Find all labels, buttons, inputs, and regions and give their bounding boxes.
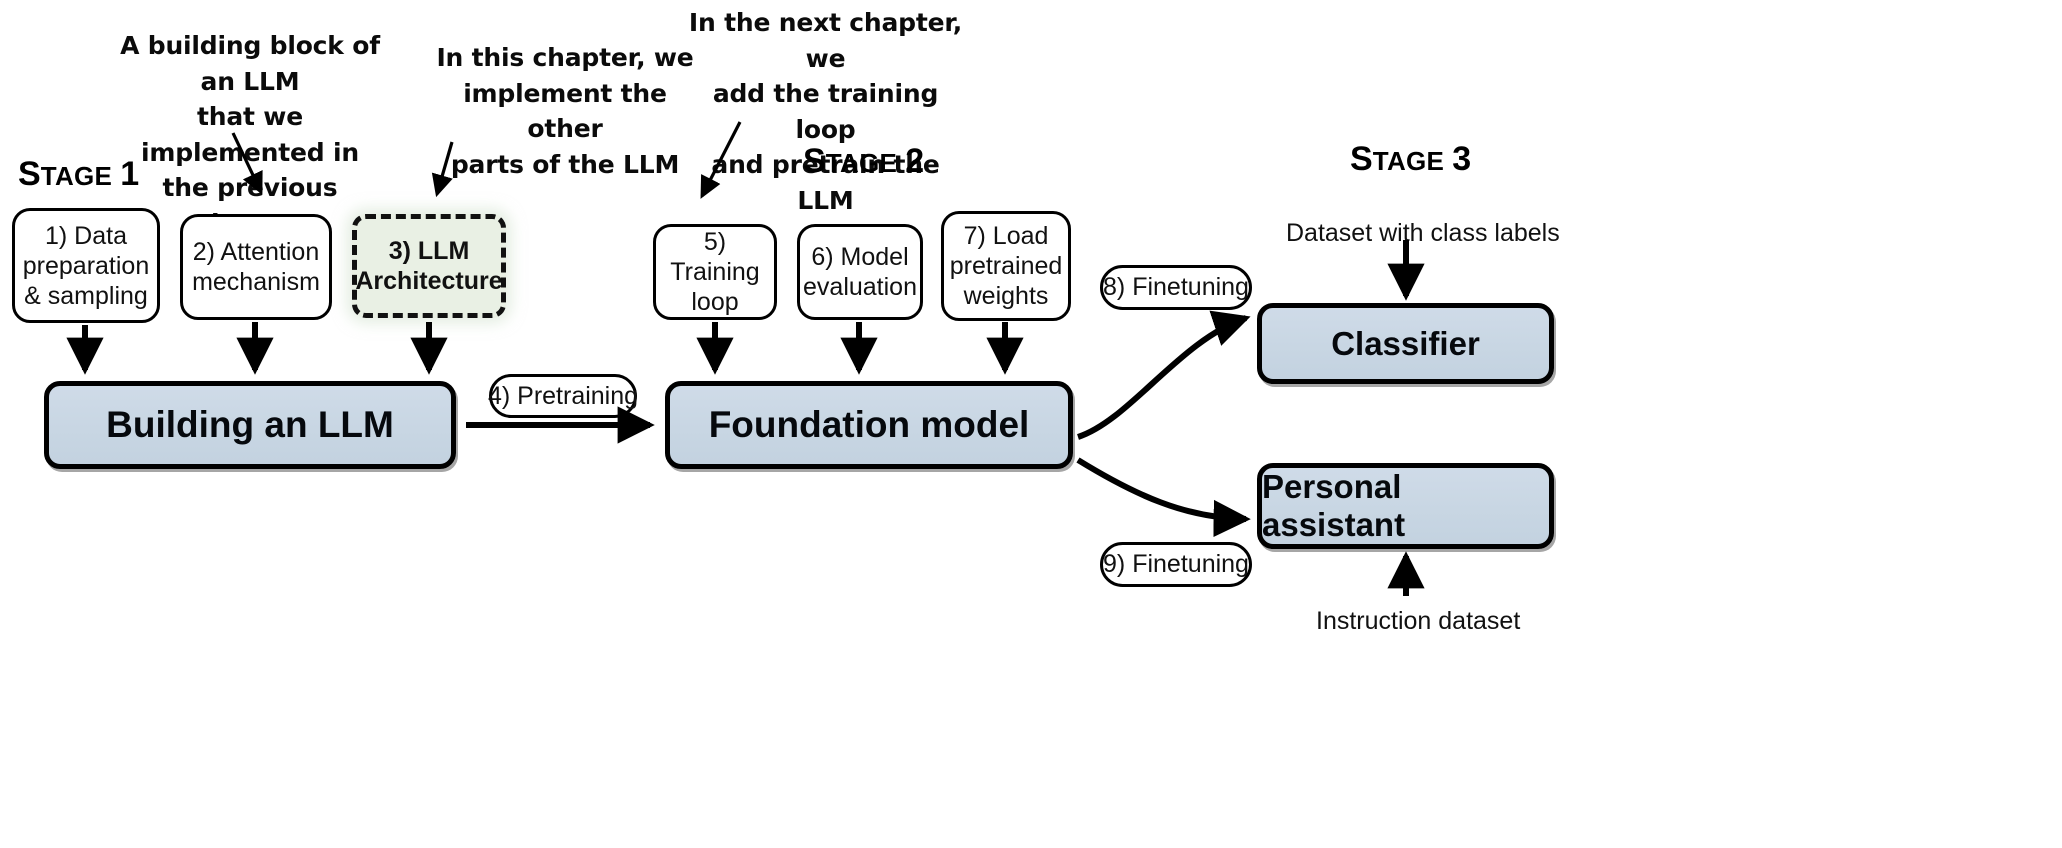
step-box-load-pretrained-weights[interactable]: 7) Load pretrained weights xyxy=(941,211,1071,321)
caption-instruction-dataset: Instruction dataset xyxy=(1316,607,1521,635)
caption-dataset-with-class-labels: Dataset with class labels xyxy=(1286,219,1560,247)
step-box-model-evaluation[interactable]: 6) Model evaluation xyxy=(797,224,923,320)
model-box-building-an-llm[interactable]: Building an LLM xyxy=(44,381,456,469)
stage-3-prefix: S xyxy=(1350,140,1373,178)
stage-2-prefix: S xyxy=(803,142,826,180)
arrow-to-classifier xyxy=(1077,310,1251,440)
stage-3-rest: TAGE xyxy=(1372,146,1445,176)
model-box-foundation-model[interactable]: Foundation model xyxy=(665,381,1073,469)
model-box-classifier[interactable]: Classifier xyxy=(1257,303,1554,384)
stage-1-number: 1 xyxy=(120,155,140,193)
stage-1-rest: TAGE xyxy=(40,161,113,191)
model-box-personal-assistant[interactable]: Personal assistant xyxy=(1257,463,1554,549)
pill-finetuning-assistant[interactable]: 9) Finetuning xyxy=(1100,542,1252,587)
pill-finetuning-classifier[interactable]: 8) Finetuning xyxy=(1100,265,1252,310)
stage-1-prefix: S xyxy=(18,155,41,193)
stage-3-number: 3 xyxy=(1452,140,1472,178)
callout-next-chapter: In the next chapter, we add the training… xyxy=(688,8,963,215)
step-box-llm-architecture[interactable]: 3) LLM Architecture xyxy=(352,214,506,318)
callout-this-chapter: In this chapter, we implement the other … xyxy=(436,43,694,179)
step-box-training-loop[interactable]: 5) Training loop xyxy=(653,224,777,320)
pill-pretraining[interactable]: 4) Pretraining xyxy=(488,374,638,418)
stage-2-number: 2 xyxy=(905,142,925,180)
stage-2-rest: TAGE xyxy=(825,148,898,178)
arrow-to-personal-assistant xyxy=(1076,457,1251,538)
step-box-attention-mechanism[interactable]: 2) Attention mechanism xyxy=(180,214,332,320)
step-box-data-preparation[interactable]: 1) Data preparation & sampling xyxy=(12,208,160,323)
